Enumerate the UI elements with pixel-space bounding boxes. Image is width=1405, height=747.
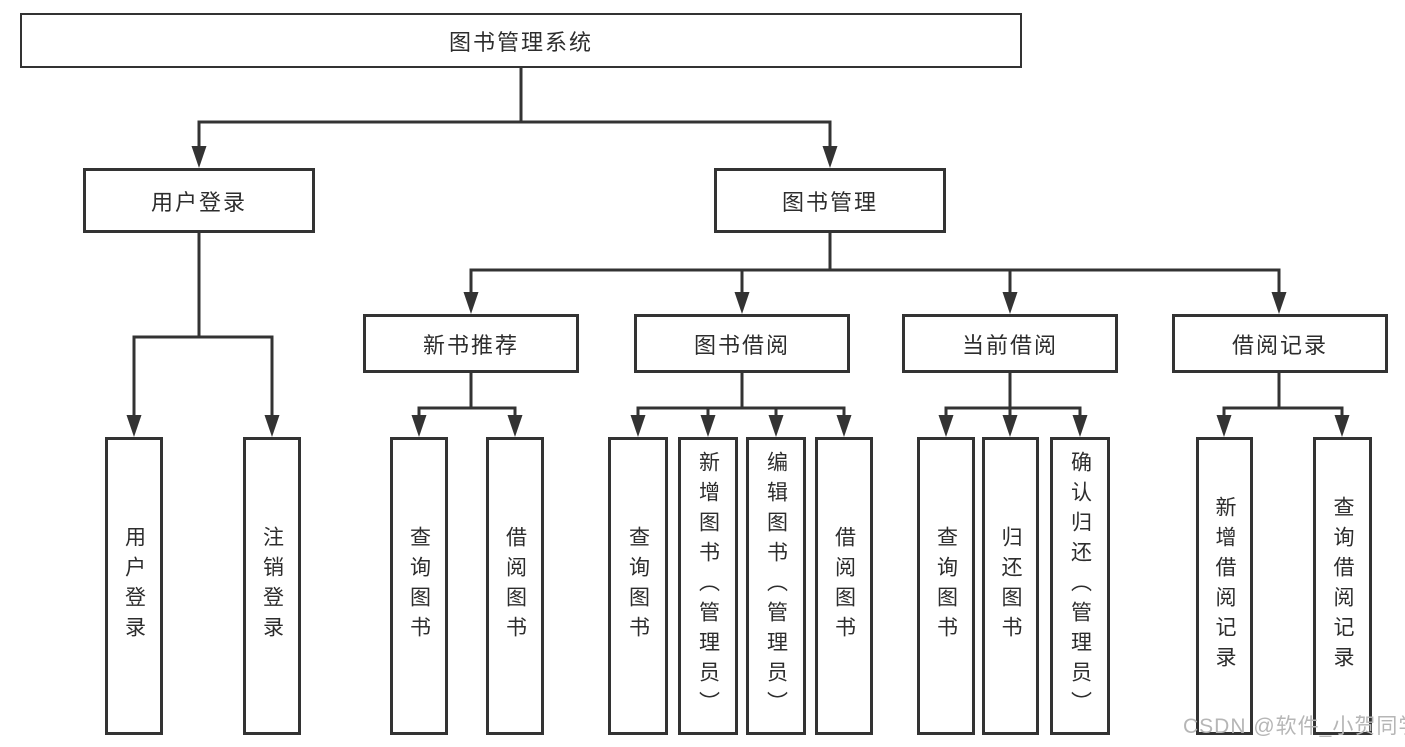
node-label: 用户登录 [150,189,247,215]
leaf-add-borrow-record: 新增借阅记录 [1196,437,1253,735]
connector-book-management-to-level3 [469,233,1281,297]
leaf-borrow-books: 借阅图书 [815,437,873,735]
leaf-label: 查询借阅记录 [1331,496,1354,676]
leaf-label: 借阅图书 [503,526,527,646]
node-user-login: 用户登录 [83,168,315,233]
leaf-return-books: 归还图书 [982,437,1039,735]
leaf-user-login: 用户登录 [105,437,163,735]
leaf-edit-book-admin: 编辑图书（管理员） [746,437,806,735]
leaf-label: 借阅图书 [832,526,856,646]
node-label: 图书借阅 [693,332,790,358]
connector-borrow-records-to-leaves [1222,373,1344,420]
leaf-label: 确认归还（管理员） [1068,451,1092,721]
node-label: 新书推荐 [422,332,519,358]
leaf-query-books-current: 查询图书 [917,437,975,735]
connector-current-borrow-to-leaves [944,373,1082,420]
leaf-label: 查询图书 [934,526,958,646]
leaf-label: 编辑图书（管理员） [764,451,788,721]
leaf-query-books-newbook: 查询图书 [390,437,448,735]
connector-user-login-to-leaves [132,233,274,420]
leaf-label: 新增借阅记录 [1213,496,1236,676]
leaf-query-borrow-record: 查询借阅记录 [1313,437,1372,735]
node-label: 当前借阅 [961,332,1058,358]
leaf-label: 注销登录 [260,526,284,646]
node-book-borrow: 图书借阅 [634,314,850,373]
leaf-borrow-books-newbook: 借阅图书 [486,437,544,735]
node-current-borrow: 当前借阅 [902,314,1118,373]
node-borrow-records: 借阅记录 [1172,314,1388,373]
leaf-query-books-borrow: 查询图书 [608,437,668,735]
leaf-logout: 注销登录 [243,437,301,735]
node-label: 借阅记录 [1231,332,1328,358]
node-new-book-recommend: 新书推荐 [363,314,579,373]
connector-new-book-to-leaves [417,373,517,420]
leaf-add-book-admin: 新增图书（管理员） [678,437,738,735]
node-label: 图书管理 [781,189,878,215]
node-book-management: 图书管理 [714,168,946,233]
watermark-text: CSDN @软件_小贺同学 [1183,715,1405,738]
leaf-label: 归还图书 [999,526,1022,646]
node-label: 图书管理系统 [448,29,593,55]
leaf-label: 用户登录 [122,526,146,646]
connector-root-to-level2 [197,68,832,150]
leaf-label: 查询图书 [626,526,650,646]
connector-book-borrow-to-leaves [636,373,846,420]
leaf-label: 查询图书 [407,526,431,646]
leaf-confirm-return-admin: 确认归还（管理员） [1050,437,1110,735]
node-book-management-system: 图书管理系统 [20,13,1022,68]
leaf-label: 新增图书（管理员） [696,451,720,721]
